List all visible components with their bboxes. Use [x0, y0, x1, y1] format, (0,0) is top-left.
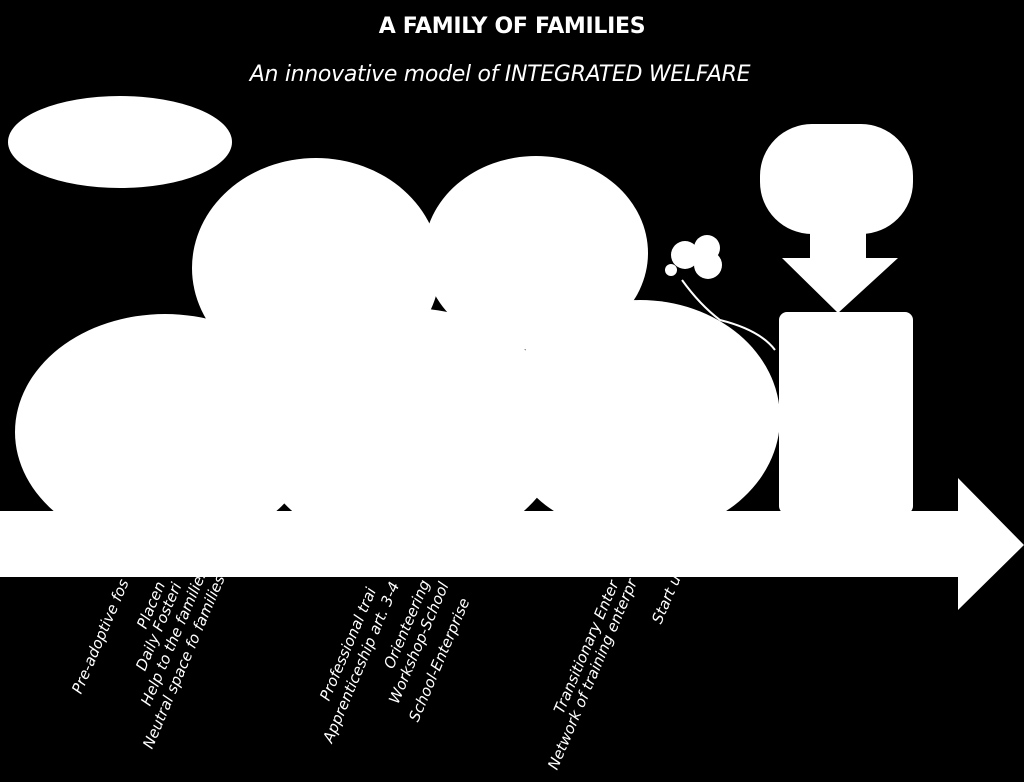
top-right-capsule	[760, 124, 913, 234]
big-left-blob	[15, 314, 315, 550]
timeline-arrow	[0, 478, 1024, 610]
big-right-blob	[500, 300, 780, 536]
cloud-icon	[665, 235, 722, 279]
diagram-subtitle: An innovative model of INTEGRATED WELFAR…	[249, 62, 751, 87]
right-pillar	[779, 312, 913, 514]
down-arrow	[782, 205, 898, 313]
top-left-oval	[8, 96, 232, 188]
big-middle-blob	[253, 308, 563, 552]
upper-right-circle	[424, 156, 648, 350]
diagram-title: A FAMILY OF FAMILIES	[378, 14, 646, 39]
connector-line	[681, 279, 776, 351]
